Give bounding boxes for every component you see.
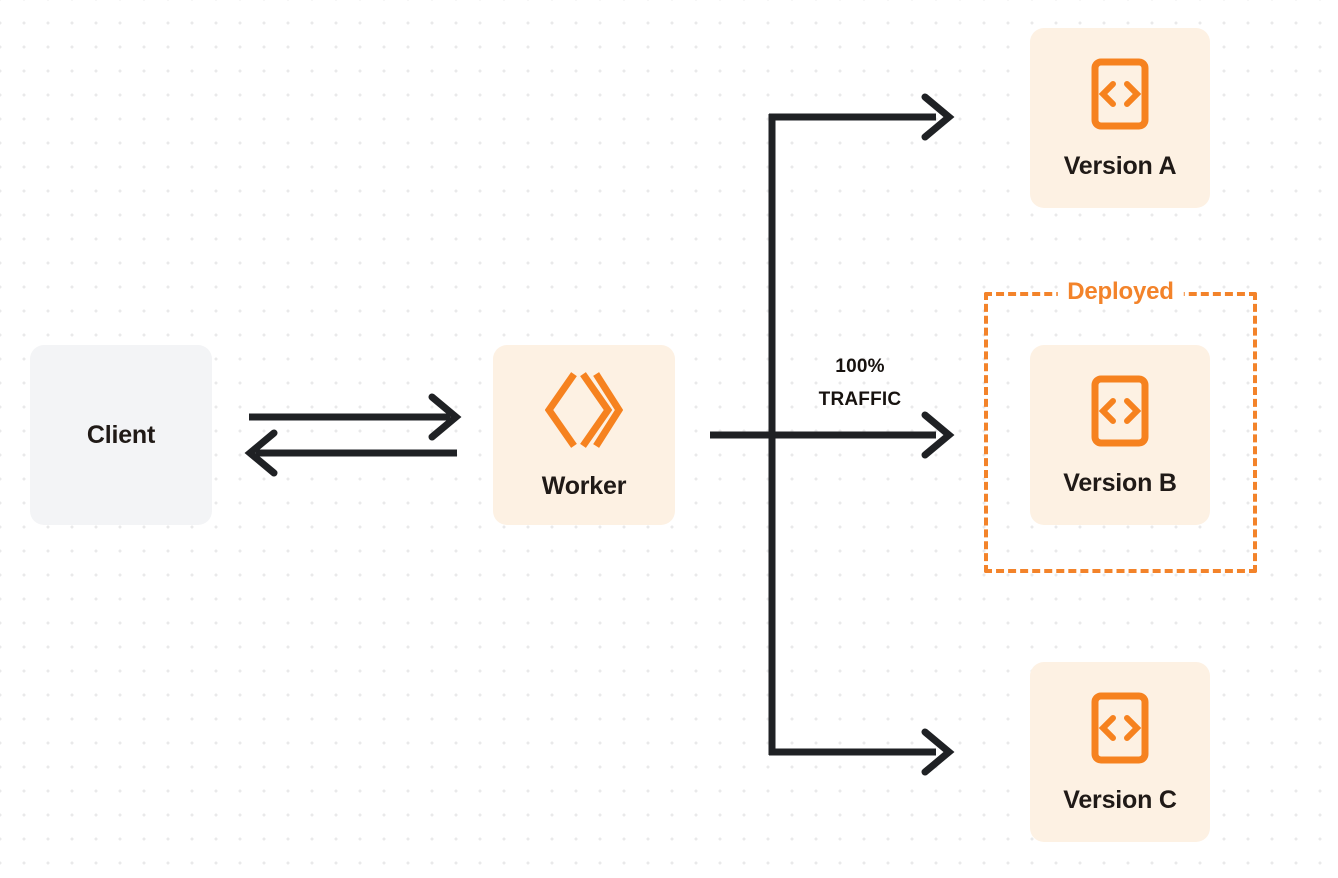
code-brackets-document-icon <box>1090 691 1150 770</box>
edge-worker-to-versions <box>710 93 955 776</box>
traffic-word: TRAFFIC <box>818 389 902 411</box>
edge-worker-to-client <box>244 429 457 477</box>
node-worker-label: Worker <box>541 472 627 500</box>
arrow-right-icon <box>921 728 955 776</box>
node-client[interactable]: Client <box>30 345 212 525</box>
arrow-right-icon <box>921 93 955 141</box>
deployed-group-label: Deployed <box>1057 280 1184 304</box>
node-version-b-label: Version B <box>1063 469 1177 497</box>
arrow-right-icon <box>921 411 955 459</box>
arrow-left-icon <box>244 429 278 477</box>
deployed-group: Deployed <box>984 280 1257 573</box>
cloudflare-workers-logo-icon <box>544 371 624 454</box>
arrow-right-icon <box>428 393 462 441</box>
traffic-percent: 100% <box>835 356 885 377</box>
node-version-b[interactable]: Version B <box>1030 345 1210 525</box>
code-brackets-document-icon <box>1090 374 1150 453</box>
node-version-a-label: Version A <box>1063 152 1177 180</box>
node-worker[interactable]: Worker <box>493 345 675 525</box>
edge-client-to-worker <box>249 393 462 441</box>
traffic-label: 100% TRAFFIC <box>790 350 930 417</box>
node-version-c-label: Version C <box>1063 786 1177 814</box>
node-version-a[interactable]: Version A <box>1030 28 1210 208</box>
node-client-label: Client <box>86 420 156 449</box>
node-version-c[interactable]: Version C <box>1030 662 1210 842</box>
code-brackets-document-icon <box>1090 57 1150 136</box>
